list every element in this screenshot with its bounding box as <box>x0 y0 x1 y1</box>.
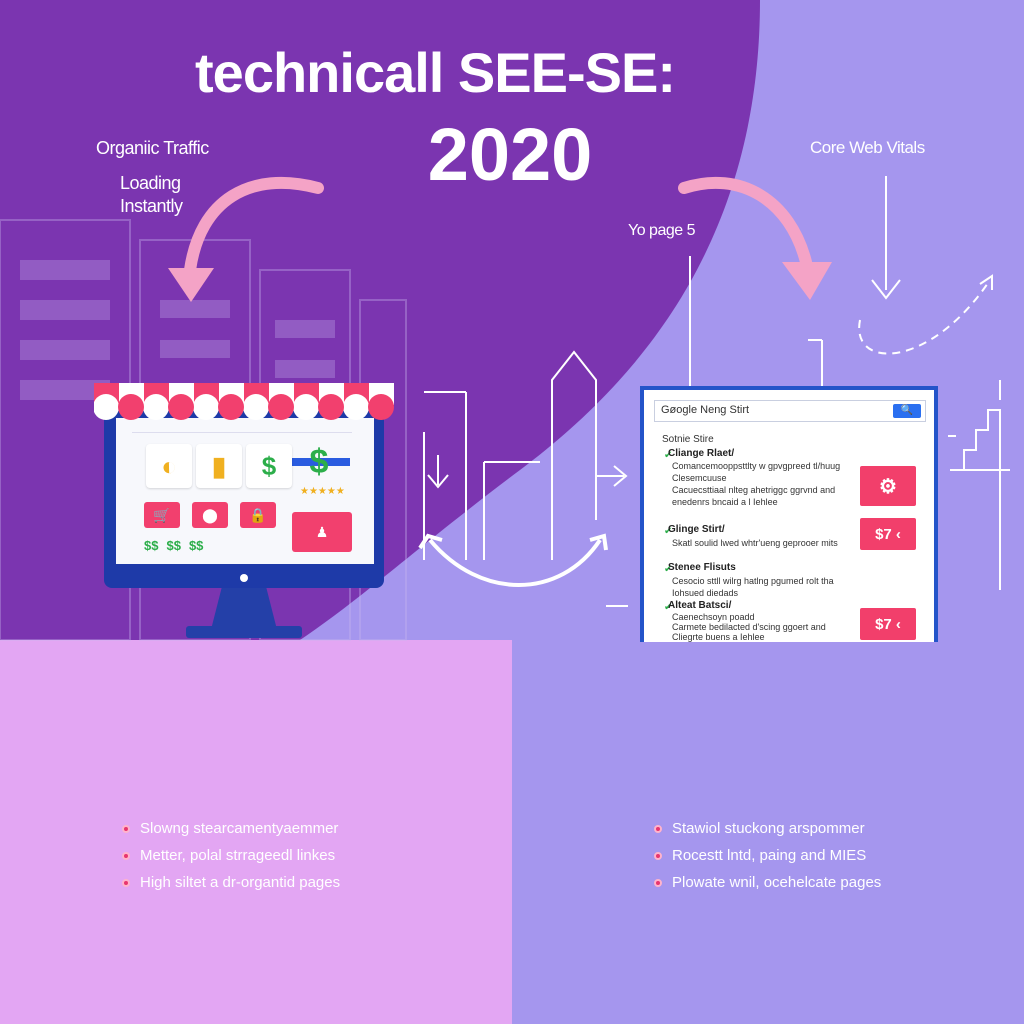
bullet-icon <box>122 878 130 887</box>
bullet-icon <box>654 878 662 887</box>
list-item-text: Stawiol stuckong arspommer <box>672 820 865 837</box>
top-page-label: Yo page 5 <box>628 222 695 239</box>
chrome-icon[interactable]: ◐ <box>146 444 192 488</box>
result-line: Comancemooppsttlty w gpvgpreed tl/huug <box>672 461 841 471</box>
page-title: technicall SEE-SE: <box>195 41 676 104</box>
loading-label: Loading <box>120 173 181 193</box>
list-item: Rocestt lntd, paing and MIES <box>654 847 881 864</box>
search-results-panel: Gøogle Neng Stirt 🔍 Sotnie Stire ✔ Clian… <box>640 386 938 642</box>
search-input[interactable]: Gøogle Neng Stirt 🔍 <box>654 400 926 422</box>
result-line: Skatl soulid lwed whtr'ueng geprooer mit… <box>672 538 838 548</box>
store-search-bar <box>292 458 350 466</box>
list-item: Plowate wnil, ocehelcate pages <box>654 874 881 891</box>
monitor-stand <box>210 588 278 632</box>
bullet-icon <box>122 851 130 860</box>
search-query: Gøogle Neng Stirt <box>661 404 750 416</box>
organic-traffic-label: Organiic Traffic <box>96 138 209 158</box>
cart-icon[interactable]: 🛒 <box>144 502 180 528</box>
list-item-text: Slowng stearcamentyaemmer <box>140 820 339 837</box>
core-web-vitals-label: Core Web Vitals <box>810 138 925 157</box>
result-line: enedenrs bncaid a l Iehlee <box>672 497 778 507</box>
list-item: Metter, polal strrageedl linkes <box>122 847 340 864</box>
list-item: Stawiol stuckong arspommer <box>654 820 881 837</box>
dollar-icon[interactable]: $ <box>309 442 329 481</box>
result-line: Iohsued diedads <box>672 588 739 598</box>
list-item: High siltet a dr-organtid pages <box>122 874 340 891</box>
price-tag-icon: $$ <box>166 538 181 553</box>
list-item-text: Metter, polal strrageedl linkes <box>140 847 336 864</box>
list-item-text: Rocestt lntd, paing and MIES <box>672 847 867 864</box>
bag-icon[interactable]: ♟ <box>292 512 352 552</box>
price-tag-icon: $$ <box>144 538 159 553</box>
result-line: Cesocio sttll wilrg hatlng pgumed rolt t… <box>672 576 834 586</box>
section-label: Sotnie Stire <box>662 434 714 445</box>
store-nav <box>132 424 352 433</box>
result-line: Carmete bedilacted d'scing ggoert and <box>672 622 826 632</box>
check-icon: ✔ <box>664 602 673 613</box>
list-item-text: Plowate wnil, ocehelcate pages <box>672 874 882 891</box>
rank-badge-icon[interactable]: ⚙ <box>860 466 916 506</box>
result-line: Cacuecsttiaal nlteg ahetriggc ggrvnd and <box>672 485 836 495</box>
check-icon: ✔ <box>664 564 673 575</box>
price-badge[interactable]: $7 ‹ <box>860 608 916 640</box>
store-screen: ◐ ▮ $ $ ★★★★★ 🛒 ⬤ 🔒 ♟ $$ $$ $$ <box>116 418 374 564</box>
year-heading: 2020 <box>427 113 593 196</box>
result-line: Cliegrte buens a Iehlee <box>672 632 765 642</box>
result-heading[interactable]: Glinge Stirt/ <box>668 524 725 535</box>
price-tag-icon: $$ <box>188 538 204 553</box>
result-heading[interactable]: Stenee Flisuts <box>668 562 736 573</box>
instantly-label: Instantly <box>120 196 183 216</box>
result-heading[interactable]: Cliange Rlaet/ <box>668 448 735 459</box>
bullet-icon <box>654 824 662 833</box>
rating-stars-icon: ★★★★★ <box>300 486 345 497</box>
lock-icon[interactable]: 🔒 <box>240 502 276 528</box>
bullet-icon <box>654 851 662 860</box>
result-line: Clesemcuuse <box>672 473 727 483</box>
left-bullet-list: Slowng stearcamentyaemmer Metter, polal … <box>122 820 340 891</box>
right-bullet-list: Stawiol stuckong arspommer Rocestt lntd,… <box>654 820 881 891</box>
store-awning <box>94 383 394 420</box>
bar-chart-icon[interactable]: ▮ <box>196 444 242 488</box>
list-item-text: High siltet a dr-organtid pages <box>140 874 341 891</box>
price-tags: $$ $$ $$ <box>144 538 284 554</box>
location-icon[interactable]: ⬤ <box>192 502 228 528</box>
price-badge[interactable]: $7 ‹ <box>860 518 916 550</box>
money-icon[interactable]: $ <box>246 444 292 488</box>
power-dot <box>240 574 248 582</box>
monitor-base <box>186 626 302 638</box>
bullet-icon <box>122 824 130 833</box>
check-icon: ✔ <box>664 450 673 461</box>
check-icon: ✔ <box>664 526 673 537</box>
result-line: Caenechsoyn poadd <box>672 612 755 622</box>
list-item: Slowng stearcamentyaemmer <box>122 820 340 837</box>
result-heading[interactable]: Alteat Batsci/ <box>668 600 732 611</box>
search-button[interactable]: 🔍 <box>893 404 921 418</box>
